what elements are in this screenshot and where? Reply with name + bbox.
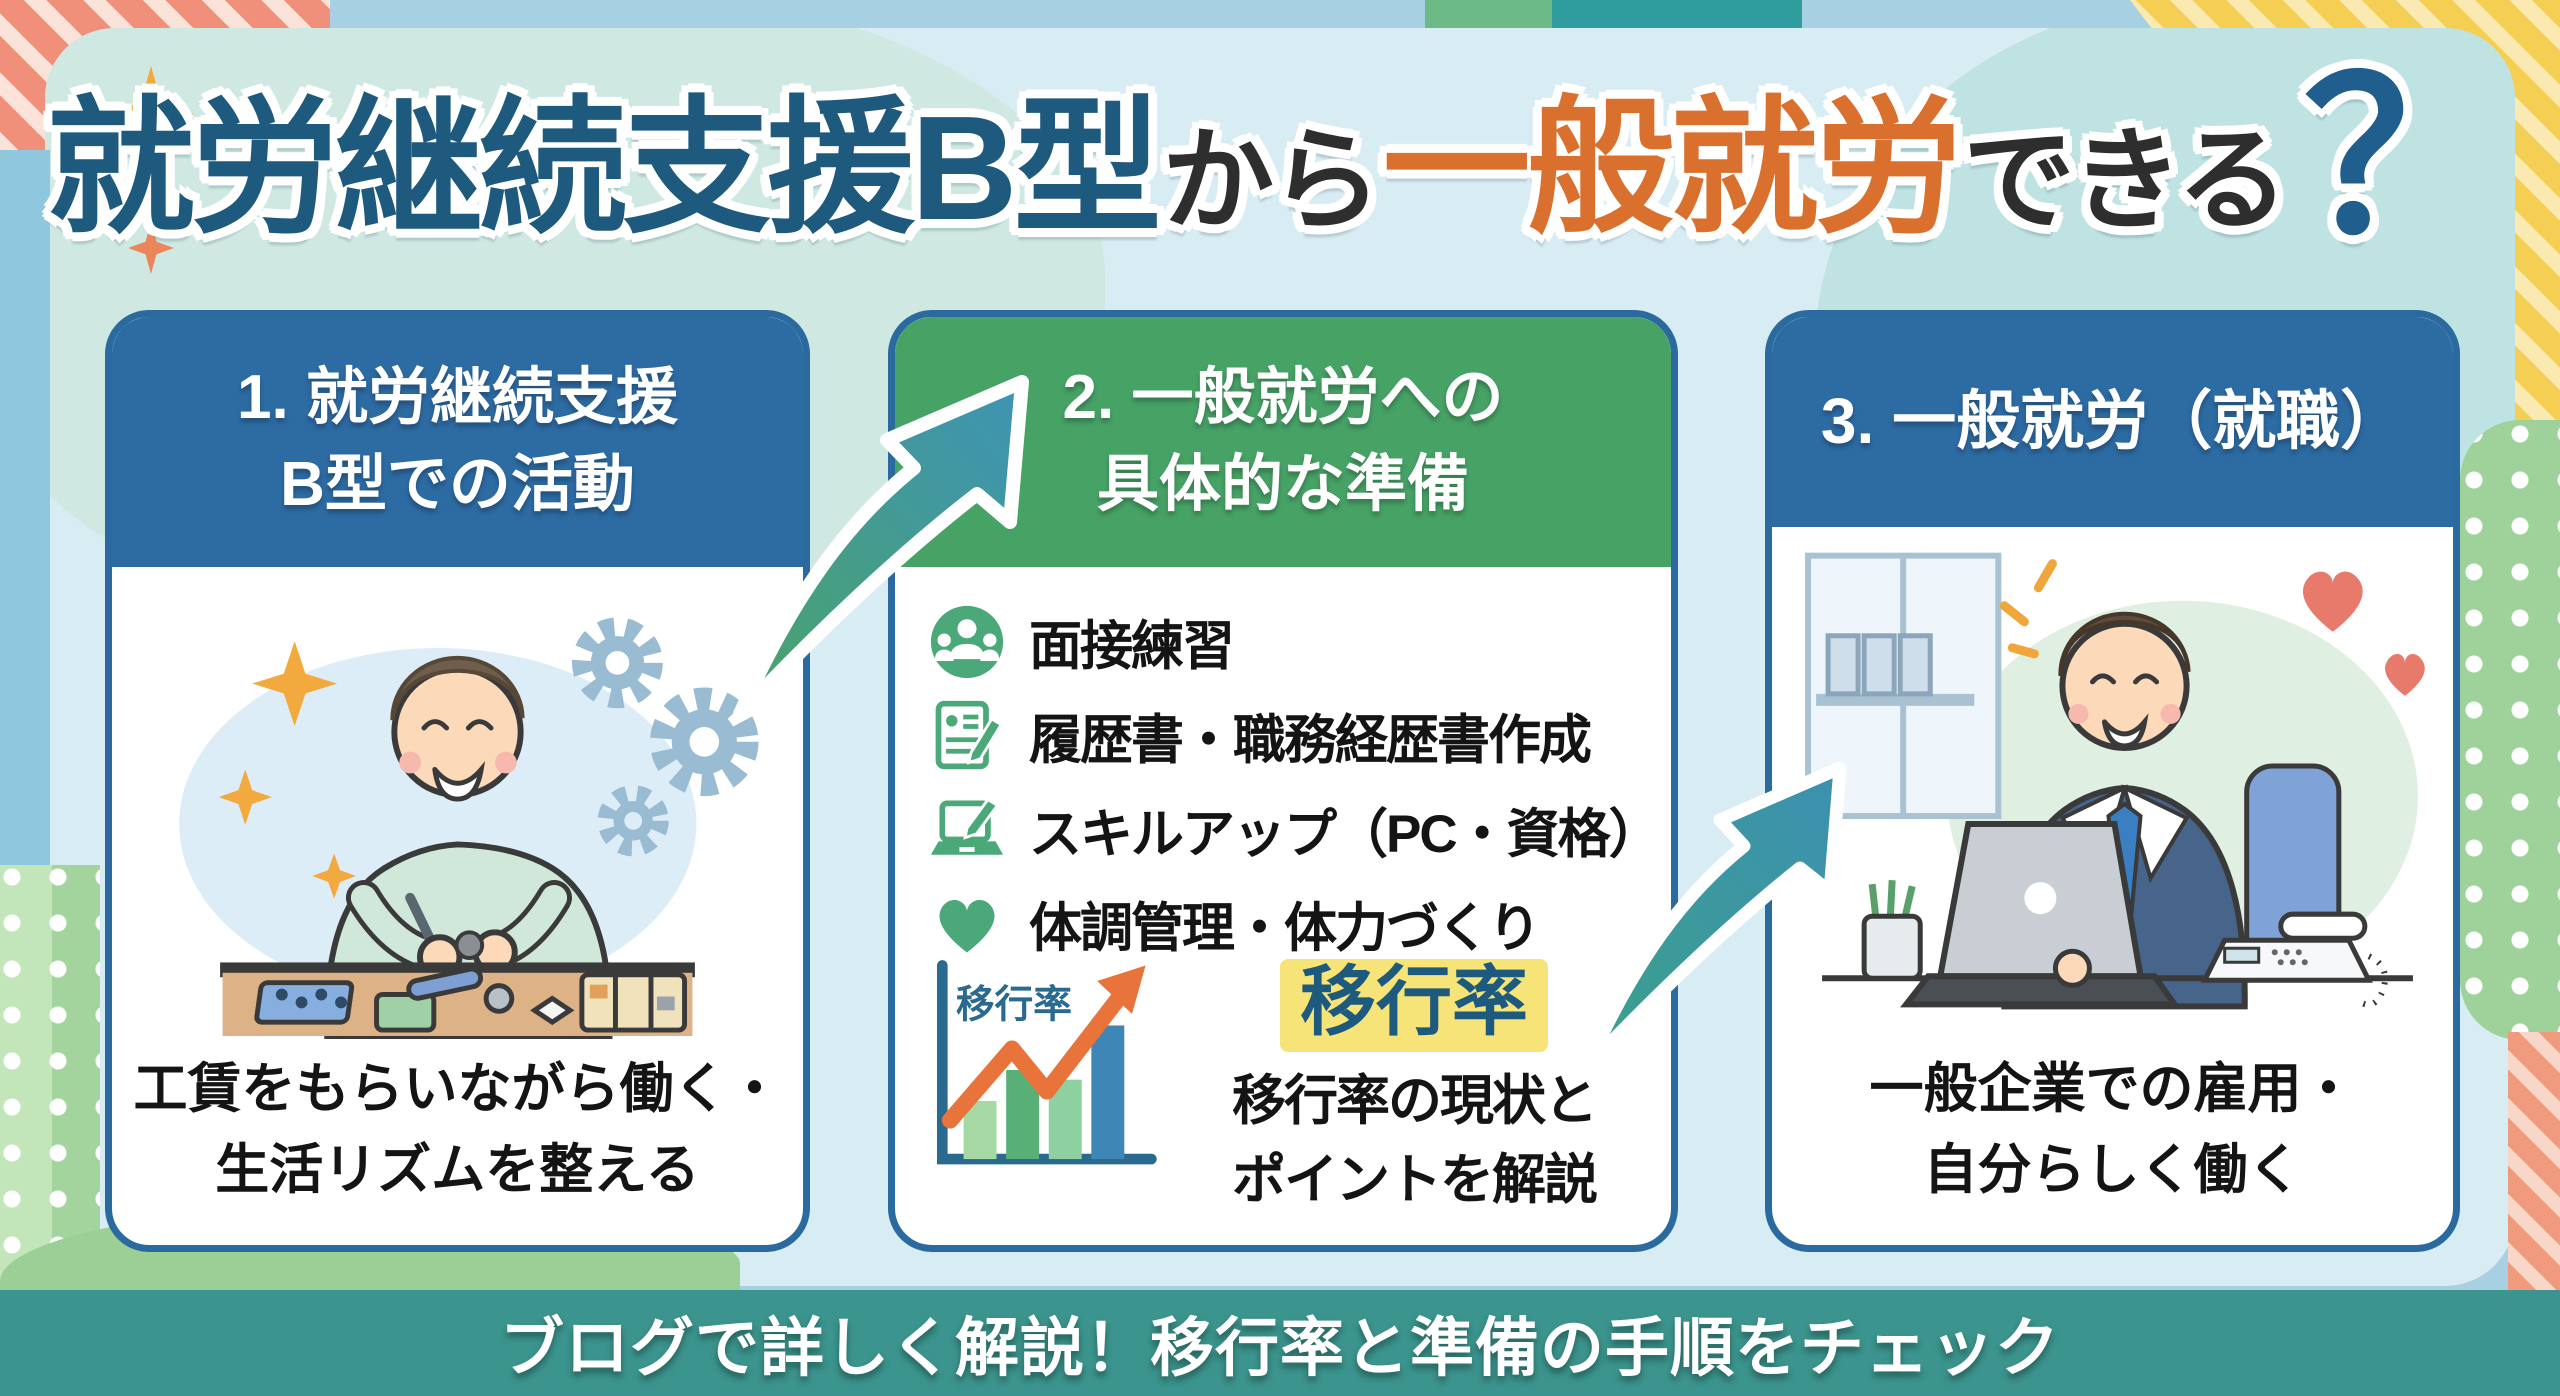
transition-rate-keyword: 移行率 (1280, 958, 1548, 1053)
step2-header: 2. 一般就労への 具体的な準備 (895, 317, 1671, 567)
list-item: 履歴書・職務経歴書作成 (929, 689, 1645, 783)
title-part-general: 一般就労 (1382, 86, 1963, 251)
list-item: スキルアップ（PC・資格） (929, 783, 1662, 877)
transition-rate-block: 移行率 移行率 移行率の現状と ポイントを解説 (921, 953, 1651, 1219)
workshop-illustration (179, 617, 759, 1039)
list-item-label: 履歴書・職務経歴書作成 (1029, 711, 1592, 770)
title-part-dekiru: できる (1963, 118, 2289, 243)
title-part-kara: から (1162, 118, 1382, 243)
left-edge-blue-shape (0, 150, 50, 890)
transition-rate-text: 移行率 移行率の現状と ポイントを解説 (1177, 953, 1651, 1219)
list-item-label: 体調管理・体力づくり (1029, 899, 1541, 958)
chart-axis-label: 移行率 (956, 984, 1072, 1027)
transition-rate-desc: 移行率の現状と ポイントを解説 (1232, 1071, 1598, 1210)
heart-icon (2302, 571, 2425, 696)
list-item-label: スキルアップ（PC・資格） (1029, 805, 1662, 864)
step3-caption-line1: 一般企業での雇用・ (1869, 1059, 2356, 1119)
page-title: 就労継続支援B型 から 一般就労 できる ？ (0, 42, 2560, 264)
question-mark-icon: ？ (2303, 41, 2514, 276)
health-heart-icon (939, 900, 995, 953)
step1-to-step2-arrow-icon (733, 375, 1029, 721)
footer-banner: ブログで詳しく解説！移行率と準備の手順をチェック (0, 1290, 2560, 1396)
step3-header-line1: 3. 一般就労（就職） (1820, 385, 2405, 458)
footer-banner-text: ブログで詳しく解説！移行率と準備の手順をチェック (500, 1312, 2060, 1384)
step2-to-step3-arrow-icon (1580, 761, 1847, 1074)
gears-icon (572, 617, 759, 857)
transition-rate-chart: 移行率 (936, 959, 1157, 1165)
step1-caption-line1: 工賃をもらいながら働く・ (133, 1059, 782, 1119)
right-edge-coral-stripes (2508, 1032, 2560, 1290)
step3-caption: 一般企業での雇用・ 自分らしく働く (1772, 1049, 2453, 1211)
list-item: 面接練習 (929, 595, 1645, 689)
step1-caption: 工賃をもらいながら働く・ 生活リズムを整える (112, 1049, 803, 1211)
step3-caption-line2: 自分らしく働く (1923, 1140, 2302, 1200)
step-card-3: 3. 一般就労（就職） (1765, 310, 2460, 1252)
right-edge-green-dots (2460, 420, 2560, 1040)
step2-header-line1: 2. 一般就労への (1062, 363, 1504, 433)
list-item-label: 面接練習 (1029, 617, 1235, 676)
sparkle-icon (218, 641, 356, 899)
resume-icon (935, 700, 1004, 770)
step2-header-line2: 具体的な準備 (1096, 450, 1469, 519)
step1-header-line1: 1. 就労継続支援 (237, 363, 678, 433)
step3-header: 3. 一般就労（就職） (1772, 317, 2453, 527)
left-edge-green-dots (0, 865, 100, 1290)
office-illustration (1805, 552, 2425, 1010)
interview-icon (930, 605, 1004, 679)
step-card-1: 1. 就労継続支援 B型での活動 (105, 310, 810, 1252)
list-item: 体調管理・体力づくり (929, 877, 1645, 971)
step1-caption-line2: 生活リズムを整える (215, 1140, 700, 1200)
title-part-support: 就労継続支援B型 (46, 86, 1162, 251)
skillup-icon (930, 797, 1004, 855)
step1-header: 1. 就労継続支援 B型での活動 (112, 317, 803, 567)
step1-header-line2: B型での活動 (280, 450, 635, 519)
preparation-list: 面接練習 履歴書・職務経歴書作成 (929, 595, 1662, 971)
